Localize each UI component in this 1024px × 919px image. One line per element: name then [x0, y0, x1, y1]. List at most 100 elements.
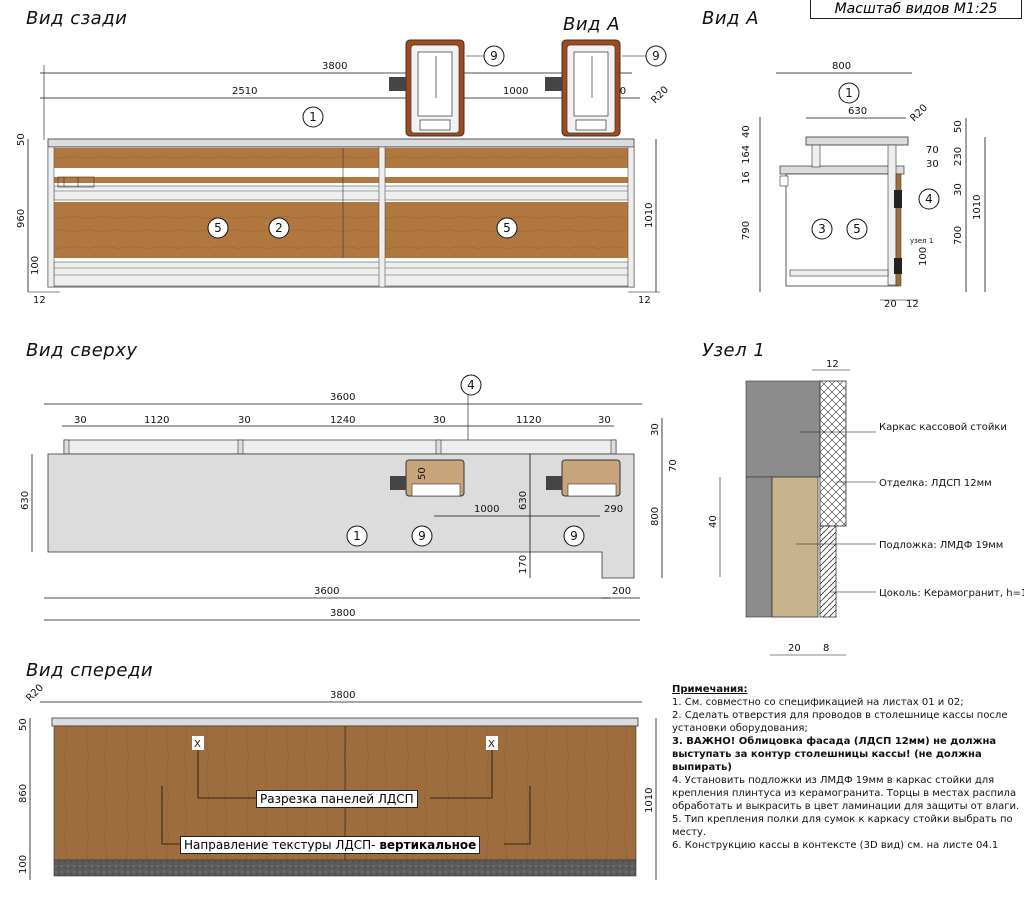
- front-dim-1010: 1010: [644, 788, 655, 813]
- top-dim-1000: 1000: [474, 504, 499, 515]
- rear-dim-left: 2510: [232, 86, 257, 97]
- texture-direction-label: Направление текстуры ЛДСП- вертикальное: [180, 836, 481, 854]
- cash-register-1: [389, 39, 465, 137]
- top-dim-b200: 200: [612, 586, 631, 597]
- notes-header: Примечания:: [672, 684, 748, 695]
- top-dim-30c: 30: [433, 415, 446, 426]
- top-dim-1120b: 1120: [516, 415, 541, 426]
- top-dim-170: 170: [518, 555, 529, 574]
- rear-dim-w12a: 12: [33, 295, 46, 306]
- top-dim-b3600: 3600: [314, 586, 339, 597]
- va-dim-164: 164: [741, 145, 752, 164]
- va-dim-40: 40: [741, 125, 752, 138]
- texture-direction-value: вертикальное: [379, 838, 477, 852]
- top-dim-630: 630: [20, 491, 31, 510]
- va-callout-4: 4: [925, 192, 933, 206]
- va-dim-30a: 30: [926, 159, 939, 170]
- va-dim-50: 50: [953, 120, 964, 133]
- va-dim-630: 630: [848, 106, 867, 117]
- rear-callout-5b: 5: [503, 221, 511, 235]
- rear-callout-1: 1: [309, 110, 317, 124]
- rear-view-title: Вид сзади: [26, 8, 128, 29]
- va-dim-800: 800: [832, 61, 851, 72]
- top-dim-3600: 3600: [330, 392, 355, 403]
- va-dim-16: 16: [741, 171, 752, 184]
- rear-callout-9b: 9: [652, 49, 660, 63]
- note-2: 2. Сделать отверстия для проводов в стол…: [672, 710, 1008, 734]
- top-view-title: Вид сверху: [26, 340, 138, 361]
- scale-label: Масштаб видов М1:25: [810, 0, 1022, 19]
- front-dim-50: 50: [18, 718, 29, 731]
- front-dim-860: 860: [18, 784, 29, 803]
- front-view-title: Вид спереди: [26, 660, 154, 681]
- texture-direction-prefix: Направление текстуры ЛДСП-: [184, 838, 380, 852]
- cut-label: Разрезка панелей ЛДСП: [256, 790, 418, 808]
- node-1-title: Узел 1: [702, 340, 766, 361]
- node-label-backing: Подложка: ЛМДФ 19мм: [879, 540, 1003, 551]
- rear-view: 3800 2510 1000 290 R20 50 960 100 1010 1…: [16, 39, 671, 306]
- top-dim-50: 50: [417, 467, 428, 480]
- front-x-mark-1: X: [194, 739, 201, 750]
- va-dim-100: 100: [918, 247, 929, 266]
- cash-register-2: [545, 39, 621, 137]
- notes-block: Примечания: 1. См. совместно со специфик…: [672, 683, 1022, 852]
- rear-dim-h100: 100: [30, 256, 41, 275]
- front-dim-radius: R20: [24, 682, 46, 704]
- top-callout-1: 1: [353, 529, 361, 543]
- top-dim-1120a: 1120: [144, 415, 169, 426]
- rear-dim-spacing: 1000: [503, 86, 528, 97]
- va-callout-5: 5: [853, 222, 861, 236]
- va-dim-1010: 1010: [972, 195, 983, 220]
- rear-dim-radius: R20: [649, 84, 671, 106]
- front-dim-100: 100: [18, 855, 29, 874]
- top-view: 3600 30 1120 30 1240 30 1120 30 50 1000 …: [20, 374, 679, 621]
- node-label-plinth: Цоколь: Керамогранит, h=100мм: [879, 588, 1024, 599]
- va-dim-700: 700: [953, 226, 964, 245]
- view-a: 800 630 R20 40 164 16 790 70 30 50 230 3…: [741, 61, 986, 310]
- va-dim-radius: R20: [908, 102, 930, 124]
- top-callout-9a: 9: [418, 529, 426, 543]
- top-dim-b3800: 3800: [330, 608, 355, 619]
- va-dim-230: 230: [953, 147, 964, 166]
- node-label-finish: Отделка: ЛДСП 12мм: [879, 478, 992, 489]
- va-dim-30b: 30: [953, 183, 964, 196]
- top-dim-30b: 30: [238, 415, 251, 426]
- va-dim-70: 70: [926, 145, 939, 156]
- rear-callout-2: 2: [275, 221, 283, 235]
- va-callout-3: 3: [818, 222, 826, 236]
- view-a-title: Вид А: [702, 8, 760, 29]
- rear-dim-total: 3800: [322, 61, 347, 72]
- node-1-detail: 12 40 20 8 Каркас кассовой стойки Отделк…: [708, 359, 1024, 656]
- node-dim-12: 12: [826, 359, 839, 370]
- va-dim-20: 20: [884, 299, 897, 310]
- node-dim-8: 8: [823, 643, 829, 654]
- node-label-frame: Каркас кассовой стойки: [879, 422, 1007, 433]
- top-callout-4: 4: [467, 378, 475, 392]
- top-callout-9b: 9: [570, 529, 578, 543]
- rear-dim-h50: 50: [16, 133, 27, 146]
- top-dim-1240: 1240: [330, 415, 355, 426]
- top-dim-30a: 30: [74, 415, 87, 426]
- va-callout-1: 1: [845, 86, 853, 100]
- va-node-label: узел 1: [910, 237, 933, 245]
- rear-callout-9a: 9: [490, 49, 498, 63]
- node-dim-40: 40: [708, 515, 719, 528]
- top-dim-630b: 630: [518, 491, 529, 510]
- va-dim-790: 790: [741, 221, 752, 240]
- top-dim-800: 800: [650, 507, 661, 526]
- note-4: 4. Установить подложки из ЛМДФ 19мм в ка…: [672, 775, 1020, 812]
- va-dim-12: 12: [906, 299, 919, 310]
- top-dim-290: 290: [604, 504, 623, 515]
- note-6: 6. Конструкцию кассы в контексте (3D вид…: [672, 840, 999, 851]
- note-3: 3. ВАЖНО! Облицовка фасада (ЛДСП 12мм) н…: [672, 736, 997, 773]
- view-a-marker: Вид А: [563, 14, 621, 35]
- top-dim-r30: 30: [650, 423, 661, 436]
- front-x-mark-2: X: [488, 739, 495, 750]
- note-1: 1. См. совместно со спецификацией на лис…: [672, 697, 964, 708]
- rear-callout-5a: 5: [214, 221, 222, 235]
- top-dim-r70: 70: [668, 459, 679, 472]
- rear-dim-h1010: 1010: [644, 203, 655, 228]
- front-dim-3800: 3800: [330, 690, 355, 701]
- rear-dim-h960: 960: [16, 209, 27, 228]
- rear-dim-w12b: 12: [638, 295, 651, 306]
